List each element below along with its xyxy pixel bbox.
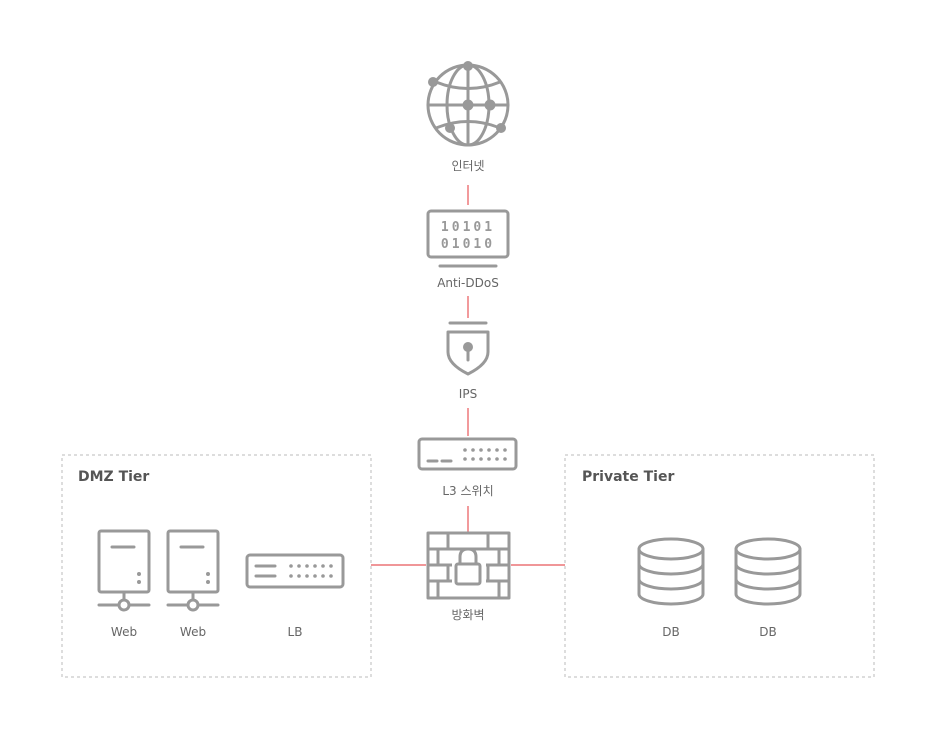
anti-ddos-icon: 10101 01010 [426, 209, 510, 268]
switch-icon [417, 437, 518, 471]
dmz-tier-title: DMZ Tier [78, 469, 149, 485]
anti-ddos-label: Anti-DDoS [437, 276, 499, 290]
l3-switch-label: L3 스위치 [442, 484, 493, 498]
internet-label: 인터넷 [451, 159, 484, 173]
dmz-tier-box [61, 454, 372, 678]
private-tier-box [564, 454, 875, 678]
shield-lock-icon [446, 321, 490, 376]
anti-ddos-digits-top: 10101 [441, 220, 495, 235]
db-label: DB [662, 625, 679, 639]
firewall-icon [426, 531, 511, 600]
load-balancer-icon [245, 553, 345, 589]
web-server-icon [97, 529, 151, 612]
ips-label: IPS [459, 387, 477, 401]
database-icon [734, 537, 802, 606]
db-label: DB [759, 625, 776, 639]
web-server-label: Web [111, 625, 137, 639]
globe-icon [426, 61, 510, 147]
anti-ddos-digits-bottom: 01010 [441, 237, 495, 252]
database-icon [637, 537, 705, 606]
lb-label: LB [288, 625, 303, 639]
web-server-icon [166, 529, 220, 612]
firewall-label: 방화벽 [451, 608, 484, 622]
web-server-label: Web [180, 625, 206, 639]
private-tier-title: Private Tier [582, 469, 674, 485]
